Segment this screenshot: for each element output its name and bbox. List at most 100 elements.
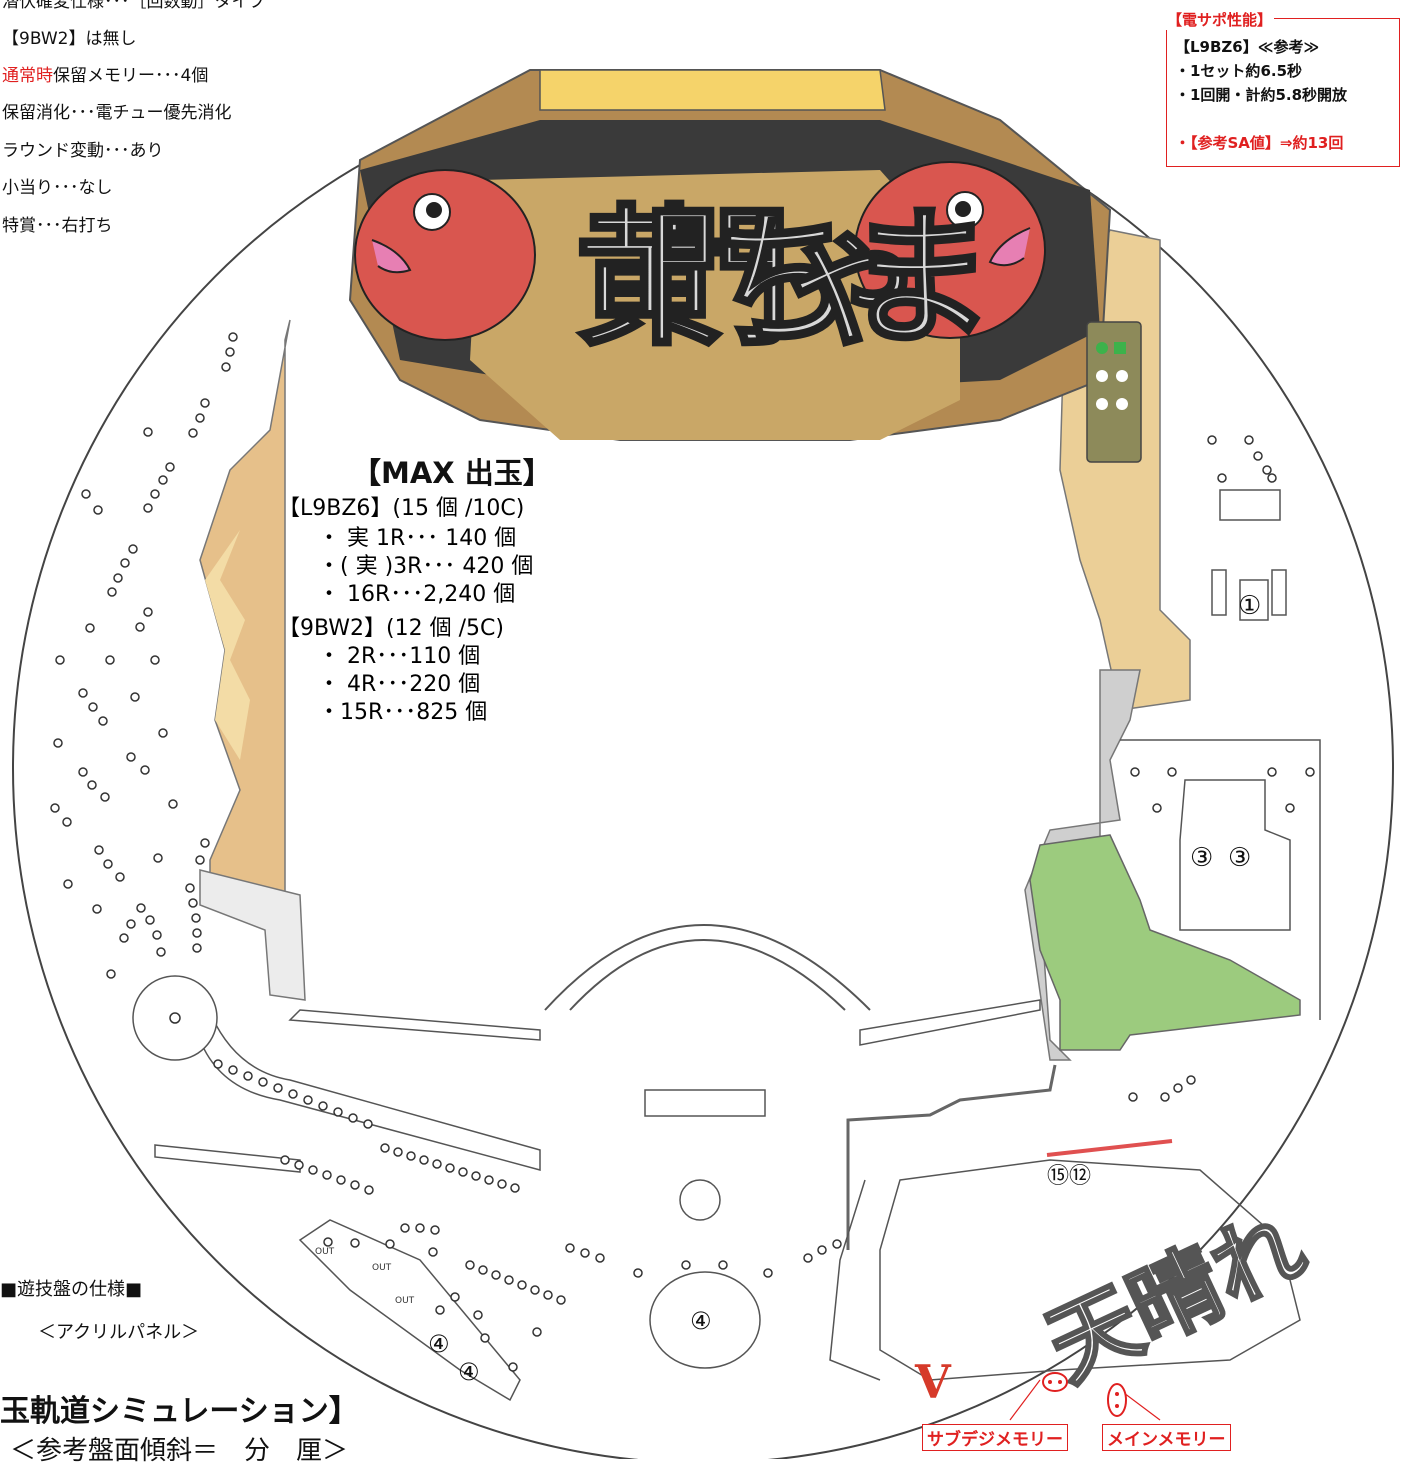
- nail: [484, 1175, 494, 1185]
- left-metal-rail: [199, 869, 306, 1001]
- spec-item-round: ラウンド変動･･･あり: [2, 141, 164, 161]
- nail: [543, 1290, 553, 1300]
- center-bottom-disc: [679, 1179, 721, 1221]
- nail: [478, 1265, 488, 1275]
- electric-support-sa: ・【参考SA値】⇒約13回: [1175, 134, 1344, 152]
- spec-item-9bw2: 【9BW2】は無し: [2, 29, 137, 49]
- nail: [348, 1113, 358, 1123]
- sub-logo-text: 天晴れ: [1031, 1191, 1321, 1401]
- nails: [50, 332, 1315, 1372]
- out-label-1: OUT: [315, 1247, 335, 1257]
- nail: [445, 1163, 455, 1173]
- nail: [350, 1180, 360, 1190]
- logo-gold-panel: [470, 170, 960, 440]
- nail: [406, 1151, 416, 1161]
- acrylic-label: ＜アクリルパネル＞: [38, 1322, 200, 1343]
- pocket-label-3b: ③: [1228, 843, 1251, 873]
- v-mark: V: [914, 1355, 952, 1409]
- center-start-pocket: [649, 1271, 761, 1369]
- green-area: [1029, 834, 1301, 1051]
- nail: [393, 1147, 403, 1157]
- max-l9bz6-row: ・( 実 )3R･･･ 420 個: [318, 554, 534, 579]
- logo-main-text: 黄門ちゃま: [575, 190, 995, 366]
- nail: [471, 1171, 481, 1181]
- nail: [294, 1160, 304, 1170]
- spec-item-memory: 通常時保留メモリー･･･4個: [2, 66, 209, 86]
- nail: [530, 1285, 540, 1295]
- spec-item-digest: 保留消化･･･電チュー優先消化: [2, 103, 232, 123]
- nail: [322, 1170, 332, 1180]
- nail: [380, 1143, 390, 1153]
- left-decor-highlight: [205, 530, 250, 760]
- electric-support-box: 【電サポ性能】 【L9BZ6】≪参考≫ ・1セット約6.5秒 ・1回開・計約5.…: [1165, 9, 1400, 167]
- memory-dots: [1042, 1372, 1127, 1417]
- pocket-label-1: ①: [1238, 591, 1261, 621]
- nail-rows: [213, 1059, 566, 1305]
- nail: [517, 1280, 527, 1290]
- nail: [497, 1179, 507, 1189]
- left-stage-rail: [199, 999, 541, 1171]
- logo-top-bar: [539, 69, 886, 111]
- main-memory-label: メインメモリー: [1102, 1424, 1231, 1451]
- right-stage: [879, 1159, 1301, 1381]
- max-9bw2-header: 【9BW2】(12 個 /5C): [278, 616, 504, 641]
- nail: [504, 1275, 514, 1285]
- nail: [308, 1165, 318, 1175]
- nail: [318, 1101, 328, 1111]
- spec-item-koatari: 小当り･･･なし: [2, 178, 113, 198]
- pocket-label-4c: ④: [690, 1307, 712, 1335]
- electric-support-line-2: ・1セット約6.5秒: [1175, 62, 1303, 80]
- pocket-label-15-12: ⑮⑫: [1047, 1164, 1091, 1189]
- red-attacker-bar: [1046, 1139, 1173, 1157]
- electric-support-line-1: 【L9BZ6】≪参考≫: [1175, 38, 1320, 56]
- nail: [280, 1155, 290, 1165]
- nail: [213, 1059, 223, 1069]
- nail: [510, 1183, 520, 1193]
- nail: [458, 1167, 468, 1177]
- nail: [333, 1107, 343, 1117]
- max-l9bz6-row: ・ 実 1R･･･ 140 個: [318, 526, 517, 551]
- nail: [432, 1159, 442, 1169]
- grey-pipe: [846, 1064, 1057, 1250]
- max-payout-title: 【MAX 出玉】: [352, 456, 552, 490]
- attacker-3: [1179, 779, 1291, 931]
- max-9bw2-row: ・ 2R･･･110 個: [318, 644, 481, 669]
- pocket-label-4b: ④: [458, 1358, 480, 1386]
- nail: [465, 1260, 475, 1270]
- center-arch: [544, 924, 871, 1011]
- max-l9bz6-header: 【L9BZ6】(15 個 /10C): [278, 496, 525, 521]
- nail: [288, 1089, 298, 1099]
- tilt-note: ＜参考盤面傾斜＝ 分 厘＞: [10, 1436, 349, 1466]
- max-9bw2-row: ・ 4R･･･220 個: [318, 672, 481, 697]
- nail: [556, 1295, 566, 1305]
- sub-digit-memory-label: サブデジメモリー: [922, 1424, 1068, 1451]
- max-9bw2-row: ・15R･･･825 個: [318, 700, 488, 725]
- electric-support-line-3: ・1回開・計約5.8秒開放: [1175, 86, 1348, 104]
- electric-support-header: 【電サポ性能】: [1165, 9, 1275, 30]
- pocket-label-4a: ④: [428, 1330, 450, 1358]
- pocket-label-3a: ③: [1190, 843, 1213, 873]
- nail: [336, 1175, 346, 1185]
- nail: [243, 1071, 253, 1081]
- nail: [364, 1185, 374, 1195]
- spec-item-type: 潜伏確変仕様･･･［回数動］タイプ: [2, 0, 266, 12]
- nail: [419, 1155, 429, 1165]
- simulation-title: 玉軌道シミュレーション】: [0, 1394, 359, 1429]
- right-fish-icon: [854, 161, 1046, 339]
- out-label-2: OUT: [372, 1263, 392, 1273]
- max-l9bz6-row: ・ 16R･･･2,240 個: [318, 582, 516, 607]
- nail: [258, 1077, 268, 1087]
- attacker-1: [1239, 579, 1269, 621]
- board-spec-heading: ■遊技盤の仕様■: [0, 1279, 143, 1300]
- nail: [303, 1095, 313, 1105]
- out-area: [298, 1219, 521, 1402]
- nail: [491, 1270, 501, 1280]
- spec-item-tokusho: 特賞･･･右打ち: [2, 216, 113, 236]
- out-label-3: OUT: [395, 1296, 415, 1306]
- nail: [363, 1119, 373, 1129]
- nail: [273, 1083, 283, 1093]
- nail: [228, 1065, 238, 1075]
- left-fish-icon: [354, 169, 536, 341]
- lamp-box: [1086, 321, 1142, 463]
